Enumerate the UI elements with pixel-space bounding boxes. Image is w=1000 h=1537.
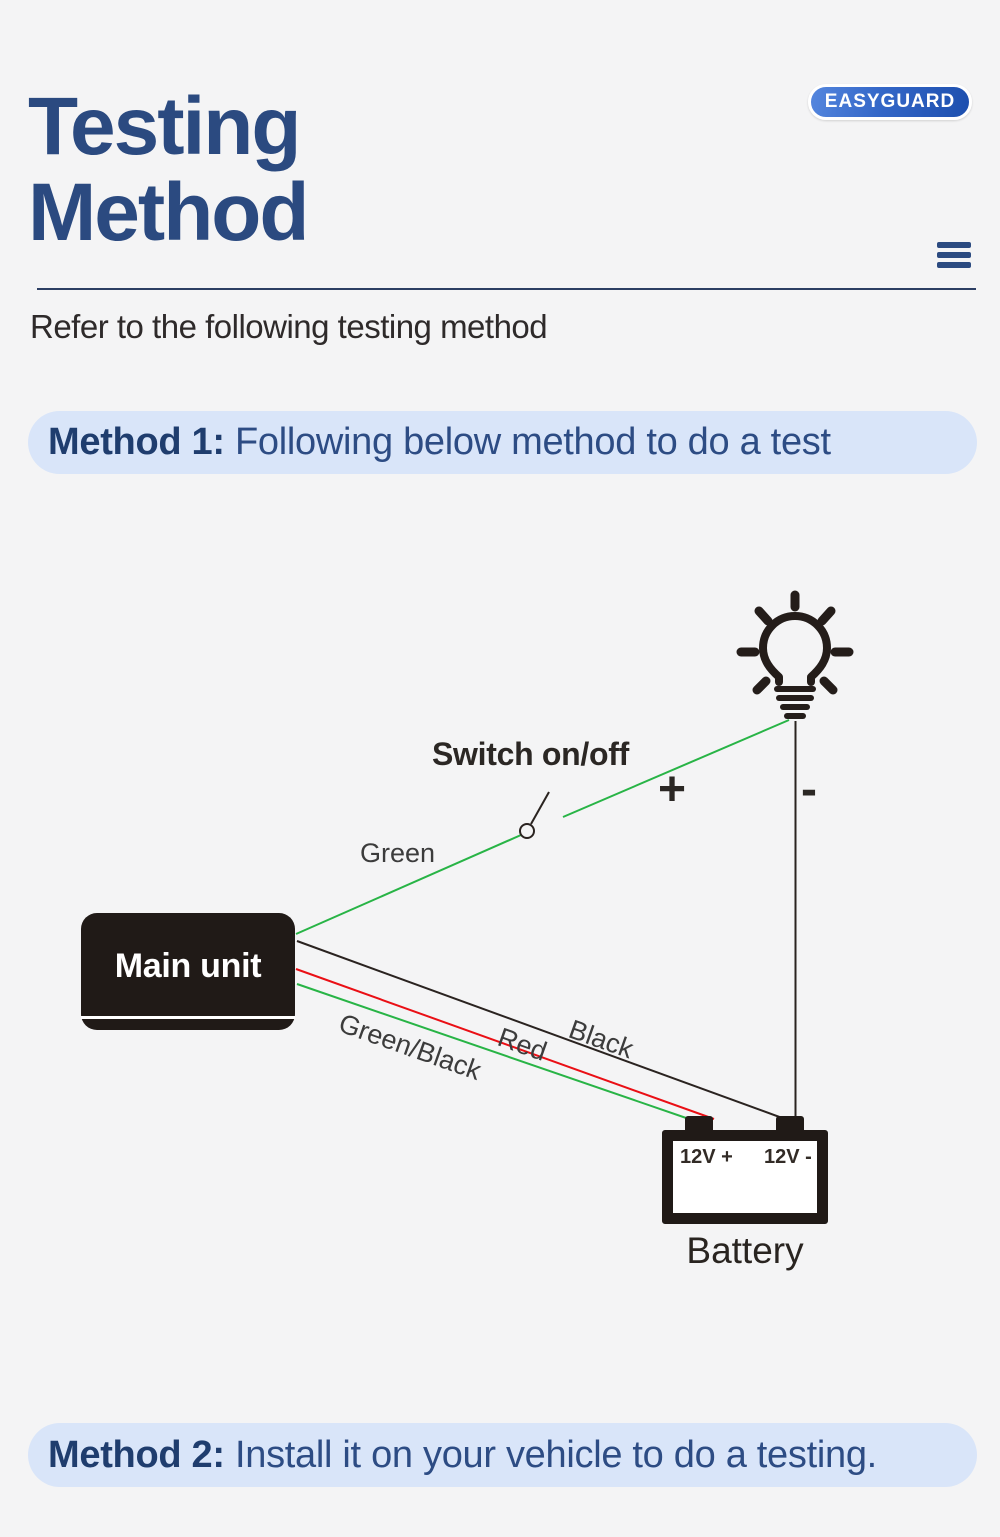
method2-banner: Method 2: Install it on your vehicle to … [28, 1423, 977, 1487]
switch-label: Switch on/off [432, 736, 629, 772]
menu-icon [937, 242, 971, 272]
method1-label: Method 1: [48, 421, 225, 463]
greenblack-wire-label: Green/Black [334, 1008, 486, 1086]
page-title-line1: Testing [28, 81, 301, 172]
page-title-line2: Method [28, 167, 309, 258]
title-divider [37, 288, 976, 290]
switch-icon [519, 791, 550, 839]
battery-box [662, 1130, 828, 1224]
method1-text: Following below method to do a test [224, 421, 831, 463]
greenblack-wire-main-to-battery [296, 983, 693, 1121]
method2-label: Method 2: [48, 1433, 225, 1476]
method2-text: Install it on your vehicle to do a testi… [224, 1433, 877, 1476]
battery-label: Battery [686, 1230, 804, 1271]
main-unit-base-line [81, 1016, 295, 1019]
main-unit-label: Main unit [114, 947, 262, 985]
minus-sign: - [801, 763, 817, 816]
main-unit-box: Main unit [81, 913, 295, 1030]
page-subtitle: Refer to the following testing method [30, 308, 548, 345]
red-wire-label: Red [493, 1022, 551, 1067]
brand-badge: EASYGUARD [808, 84, 972, 120]
green-wire-label: Green [360, 838, 436, 868]
black-wire-label: Black [564, 1014, 638, 1065]
page-title: Testing Method [28, 81, 309, 258]
light-bulb-icon [736, 590, 854, 719]
method1-banner: Method 1: Following below method to do a… [28, 411, 977, 474]
plus-sign: + [658, 763, 687, 816]
brand-badge-label: EASYGUARD [824, 91, 956, 112]
battery-positive-label: 12V + [680, 1146, 733, 1168]
battery-negative-label: 12V - [764, 1146, 812, 1168]
battery-negative-terminal [776, 1116, 804, 1134]
